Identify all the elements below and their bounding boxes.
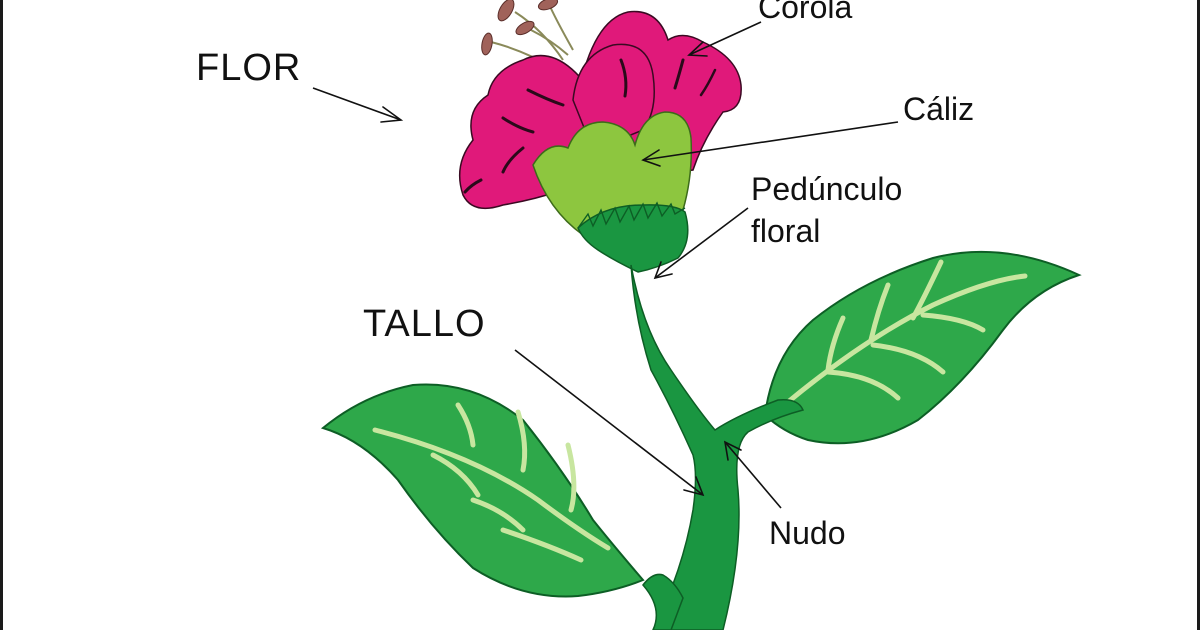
pointer-corola [688,21,762,56]
leaf-right-veins [785,259,1028,405]
label-caliz: Cáliz [903,91,974,127]
leaf-right [763,250,1082,445]
label-corola: Corola [758,0,852,25]
calyx [532,111,693,273]
pointer-caliz [642,121,899,161]
stamens [481,0,574,71]
pointer-flor [312,87,402,121]
label-pedunculo-line2: floral [751,213,820,249]
pointers [312,21,899,509]
label-flor: FLOR [196,47,301,89]
leaf-left-veins [372,402,611,563]
pointer-pedunculo [654,207,749,279]
label-pedunculo-line1: Pedúnculo [751,171,902,207]
stem [630,264,805,630]
leaf-left [320,383,645,598]
label-tallo: TALLO [363,303,486,345]
pointer-nudo [724,441,782,509]
flower-diagram: FLOR Corola Cáliz Pedúnculo floral TALLO… [196,0,1082,630]
pointer-tallo [514,349,704,496]
label-nudo: Nudo [769,515,846,551]
